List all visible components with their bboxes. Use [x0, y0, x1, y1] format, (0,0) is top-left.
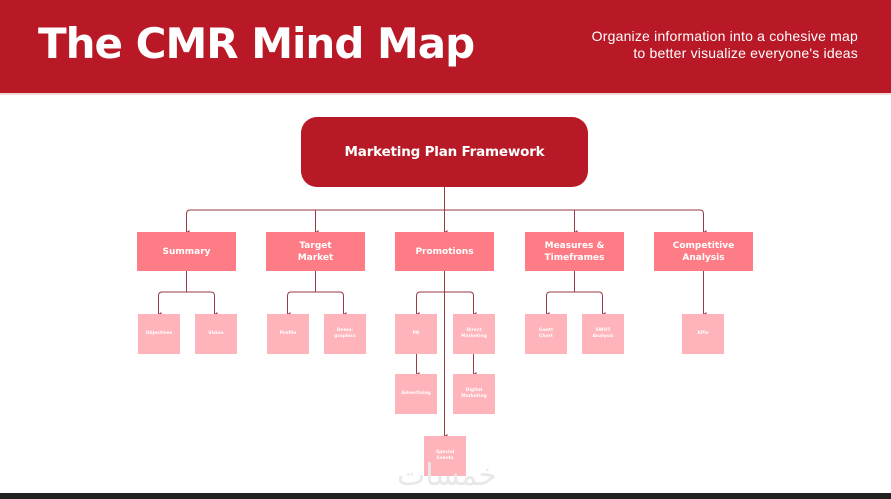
- node-digital-marketing[interactable]: Digital Marketing: [453, 374, 495, 414]
- connector-bus-left-corner: [186, 209, 191, 215]
- node-objectives[interactable]: Objectives: [138, 314, 180, 354]
- node-swot-analysis[interactable]: SWOT Analysis: [582, 314, 624, 354]
- connector-target-split: [287, 291, 344, 297]
- watermark: خمسات: [396, 458, 498, 493]
- node-pr[interactable]: PR: [395, 314, 437, 354]
- node-competitive-analysis[interactable]: Competitive Analysis: [654, 232, 753, 271]
- node-kpis[interactable]: KPIs: [682, 314, 724, 354]
- connector-bus-right-corner: [699, 209, 704, 215]
- connector-summary-split: [158, 291, 215, 297]
- node-gantt-chart[interactable]: Gantt Chart: [525, 314, 567, 354]
- node-advertising[interactable]: Advertising: [395, 374, 437, 414]
- node-summary[interactable]: Summary: [137, 232, 236, 271]
- header-divider: [0, 93, 891, 95]
- node-target-market[interactable]: Target Market: [266, 232, 365, 271]
- node-vision[interactable]: Vision: [195, 314, 237, 354]
- bottom-edge-bar: [0, 493, 891, 499]
- connector-measures-split: [546, 291, 603, 297]
- node-demographics[interactable]: Demo-graphics: [324, 314, 366, 354]
- page-title: The CMR Mind Map: [38, 19, 475, 68]
- node-measures-timeframes[interactable]: Measures & Timeframes: [525, 232, 624, 271]
- header-banner: The CMR Mind Map Organize information in…: [0, 0, 891, 93]
- node-promotions[interactable]: Promotions: [395, 232, 494, 271]
- node-direct-marketing[interactable]: Direct Marketing: [453, 314, 495, 354]
- subtitle-line-2: to better visualize everyone's ideas: [633, 45, 858, 61]
- root-node[interactable]: Marketing Plan Framework: [301, 117, 588, 187]
- node-profile[interactable]: Profile: [267, 314, 309, 354]
- subtitle-line-1: Organize information into a cohesive map: [591, 28, 858, 44]
- page-subtitle: Organize information into a cohesive map…: [592, 28, 858, 62]
- node-special-events[interactable]: Special Events: [424, 436, 466, 476]
